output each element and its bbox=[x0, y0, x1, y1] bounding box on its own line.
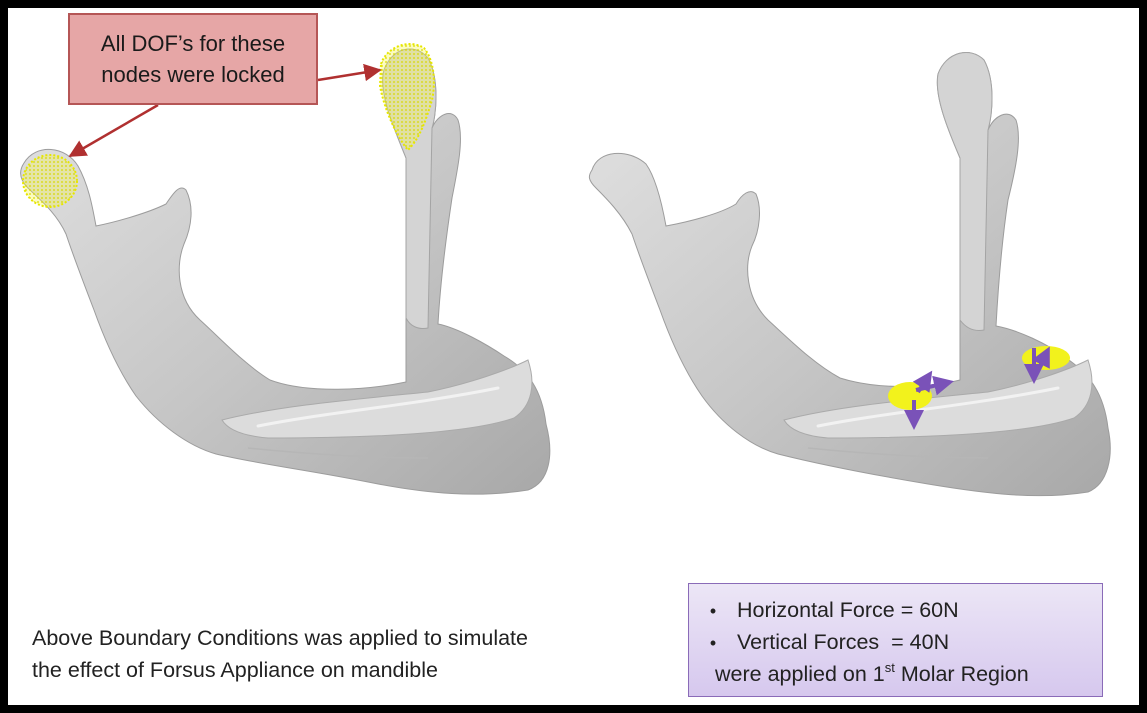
mandible-right-ramus-shade bbox=[937, 52, 992, 330]
mandible-left bbox=[21, 44, 550, 494]
vertical-force-text: Vertical Forces = 40N bbox=[737, 626, 949, 658]
slide: All DOF’s for these nodes were locked Ab… bbox=[8, 8, 1139, 705]
mandible-right bbox=[589, 52, 1110, 495]
horizontal-force-text: Horizontal Force = 60N bbox=[737, 594, 959, 626]
callout-arrow-left bbox=[70, 105, 158, 156]
ordinal-suffix: st bbox=[885, 660, 895, 675]
force-info-box: • Horizontal Force = 60N • Vertical Forc… bbox=[688, 583, 1103, 697]
locked-nodes-callout: All DOF’s for these nodes were locked bbox=[68, 13, 318, 105]
caption-line-1: Above Boundary Conditions was applied to… bbox=[32, 622, 528, 654]
caption-line-2: the effect of Forsus Appliance on mandib… bbox=[32, 654, 528, 686]
locked-nodes-left-condyle bbox=[23, 155, 77, 207]
callout-line-2: nodes were locked bbox=[101, 59, 285, 90]
location-prefix: were applied on 1 bbox=[715, 662, 885, 686]
location-suffix: Molar Region bbox=[895, 662, 1029, 686]
callout-line-1: All DOF’s for these bbox=[101, 28, 285, 59]
boundary-conditions-caption: Above Boundary Conditions was applied to… bbox=[32, 622, 528, 686]
bullet: • bbox=[689, 627, 737, 659]
force-location-text: were applied on 1st Molar Region bbox=[689, 658, 1102, 690]
callout-arrow-right bbox=[318, 70, 380, 80]
force-item-vertical: • Vertical Forces = 40N bbox=[689, 626, 1102, 658]
force-item-horizontal: • Horizontal Force = 60N bbox=[689, 594, 1102, 626]
bullet: • bbox=[689, 595, 737, 627]
